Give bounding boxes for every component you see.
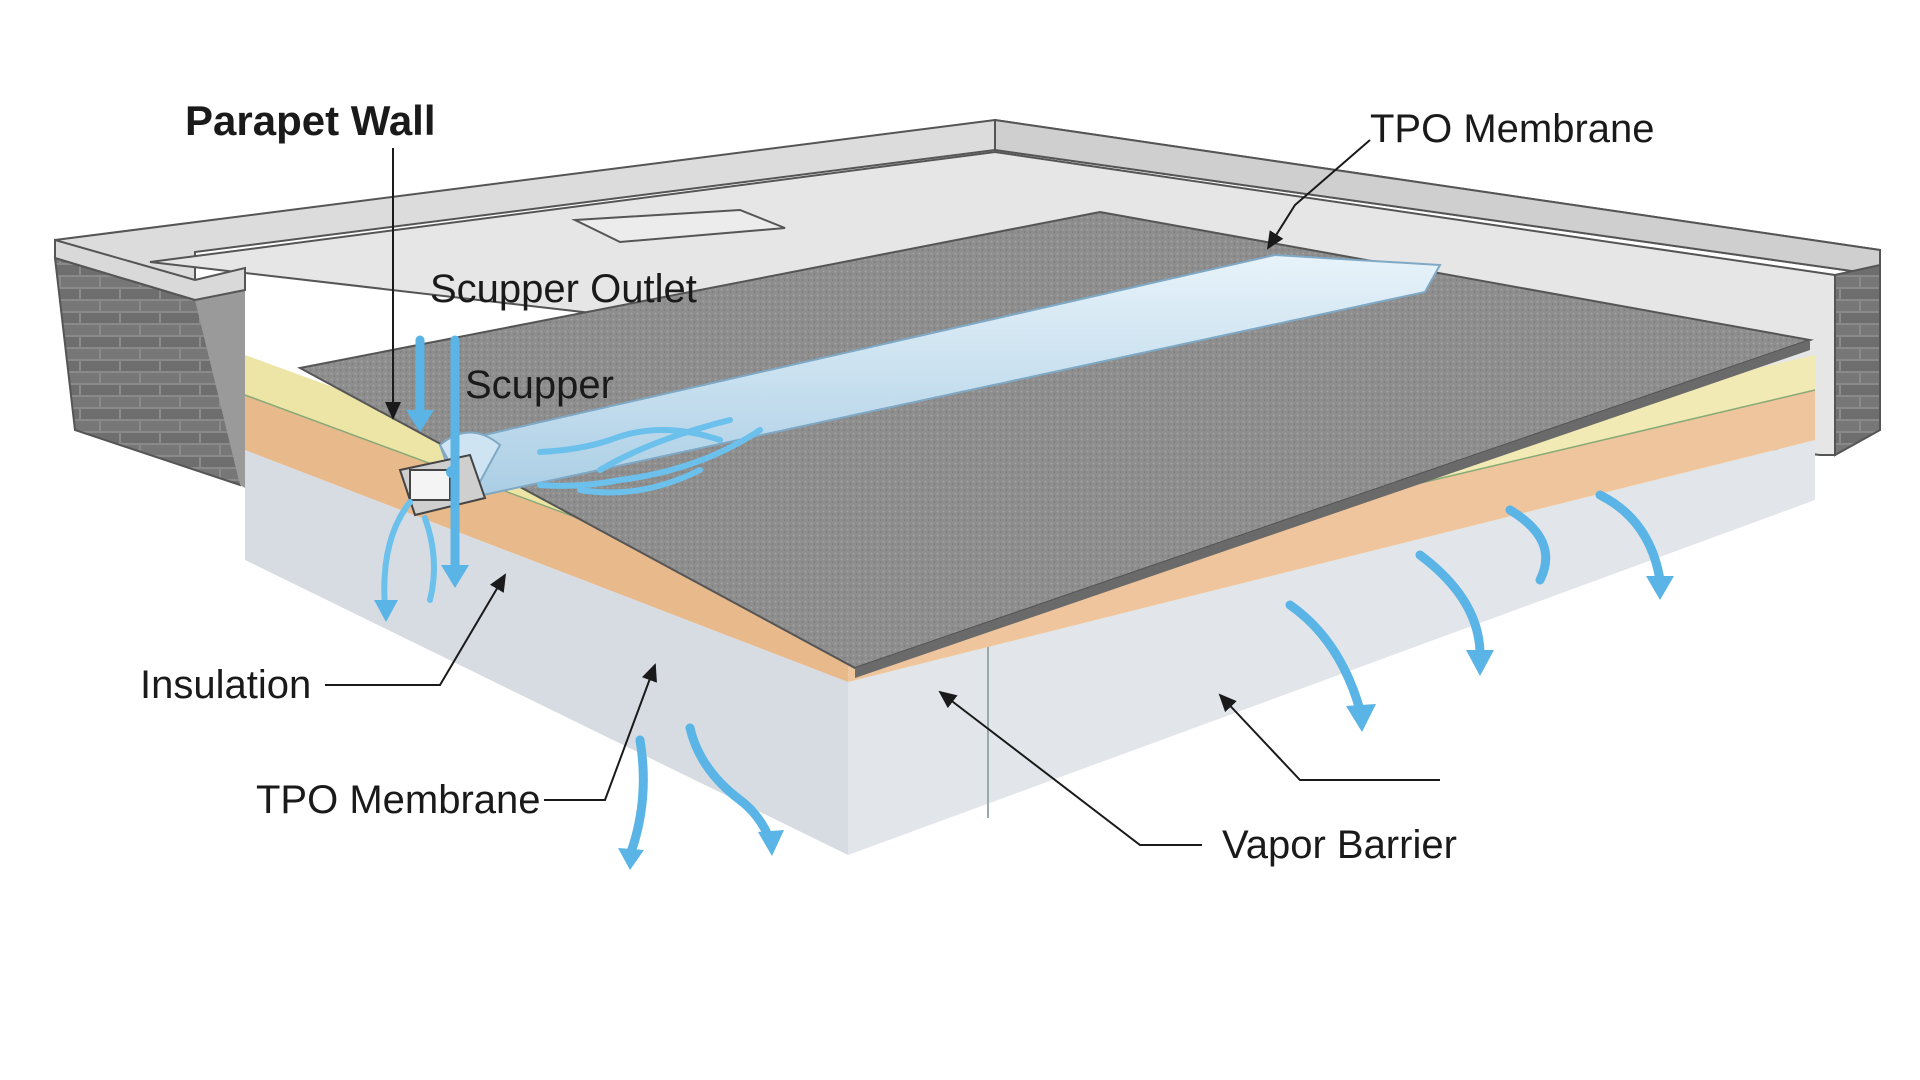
- scupper-outlet: [398, 453, 487, 517]
- leader-lines: [325, 139, 1440, 846]
- label-vapor-barrier: Vapor Barrier: [1222, 823, 1457, 867]
- vapor-barrier-layer: [245, 390, 1815, 682]
- roof-hatch: [571, 208, 786, 244]
- label-tpo-membrane-top: TPO Membrane: [1370, 107, 1655, 151]
- tpo-membrane-field: [297, 210, 1814, 678]
- label-tpo-membrane-bottom: TPO Membrane: [256, 778, 541, 822]
- label-parapet-wall: Parapet Wall: [185, 97, 436, 144]
- label-insulation: Insulation: [140, 663, 311, 707]
- label-scupper-outlet: Scupper Outlet: [430, 267, 697, 311]
- label-scupper: Scupper: [465, 363, 614, 407]
- water-flow-arrows: [374, 335, 1674, 870]
